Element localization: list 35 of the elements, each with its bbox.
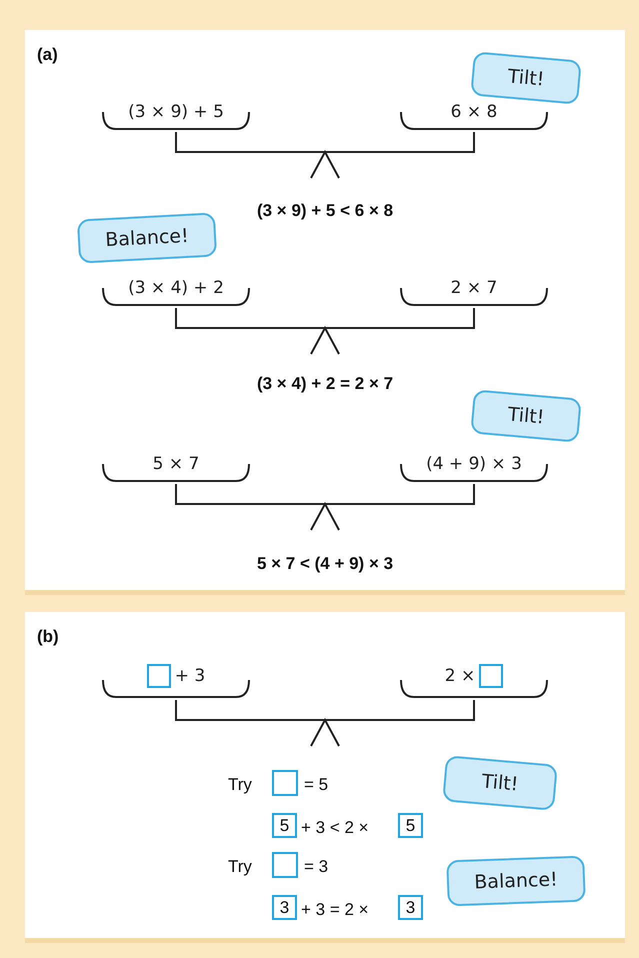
pan-expression: (3 × 4) + 2 (128, 277, 224, 300)
pan-expression: (3 × 9) + 5 (128, 101, 224, 124)
speech-badge: Tilt! (470, 389, 582, 443)
panel (25, 30, 625, 590)
pan-expression: 2 × (444, 665, 476, 688)
blank-box (146, 664, 171, 688)
boxed-number: 3 (272, 895, 297, 920)
scale-pan (100, 664, 252, 700)
boxed-number: 5 (272, 813, 297, 838)
equation-text: + 3 = 2 × (301, 900, 369, 919)
equation-text: = 3 (304, 857, 328, 876)
equation: (3 × 4) + 2 = 2 × 7 (256, 374, 394, 393)
equation: (3 × 9) + 5 < 6 × 8 (256, 201, 394, 220)
pan-expression: 2 × 7 (450, 277, 498, 300)
equation-text: Try (228, 775, 252, 794)
panel (25, 612, 625, 938)
equation-text: + 3 < 2 × (301, 818, 369, 837)
pan-expression: 5 × 7 (152, 453, 200, 476)
scale-pan (398, 664, 550, 700)
speech-badge: Tilt! (470, 51, 582, 105)
panel-heading: (b) (37, 627, 59, 646)
blank-box (272, 770, 298, 796)
equation-text: Try (228, 857, 252, 876)
panel-heading: (a) (37, 45, 58, 64)
equation: 5 × 7 < (4 + 9) × 3 (256, 554, 394, 573)
speech-badge: Balance! (76, 212, 218, 264)
pan-expression: (4 + 9) × 3 (426, 453, 522, 476)
boxed-number: 5 (398, 813, 423, 838)
boxed-number: 3 (398, 895, 423, 920)
equation-text: = 5 (304, 775, 328, 794)
pan-expression: + 3 (174, 665, 206, 688)
blank-box (272, 852, 298, 878)
blank-box (479, 664, 504, 688)
speech-badge: Tilt! (442, 755, 558, 811)
speech-badge: Balance! (446, 856, 586, 906)
